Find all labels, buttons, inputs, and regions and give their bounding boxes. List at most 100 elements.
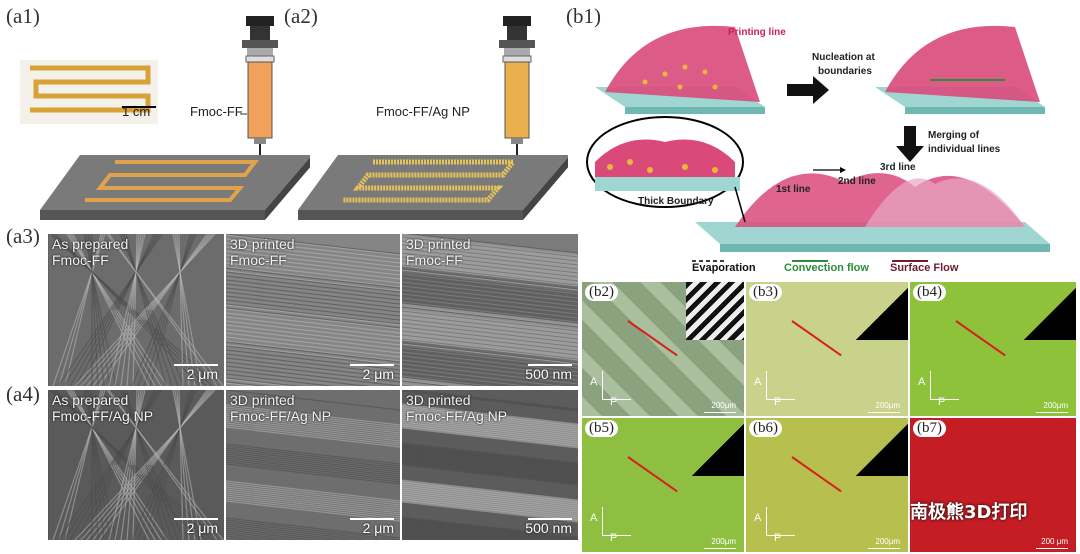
sem-scale-label: 2 μm bbox=[362, 520, 394, 536]
label-line-2: 2nd line bbox=[838, 176, 876, 187]
panel-label-a1: (a1) bbox=[6, 4, 40, 28]
flow-legend-lines bbox=[692, 260, 928, 262]
direction-arrow-icon bbox=[791, 320, 842, 357]
optical-scale-bar bbox=[704, 411, 736, 413]
sem-texture bbox=[48, 234, 224, 386]
printing-stage-2 bbox=[298, 16, 568, 220]
sem-scale-label: 2 μm bbox=[186, 520, 218, 536]
panel-label-a2: (a2) bbox=[284, 4, 318, 28]
label-nucleation-2: boundaries bbox=[818, 66, 872, 77]
label-nucleation-1: Nucleation at bbox=[812, 52, 875, 63]
polarizer-axis-p: P bbox=[774, 396, 782, 408]
label-thick-boundary: Thick Boundary bbox=[638, 196, 714, 207]
polarizer-axis-p: P bbox=[774, 532, 782, 544]
scale-bar-1cm bbox=[122, 106, 156, 108]
sem-tile-label-line2: Fmoc-FF/Ag NP bbox=[52, 408, 154, 424]
polarizer-cross-icon bbox=[766, 371, 795, 400]
label-line-1: 1st line bbox=[776, 184, 811, 195]
sem-texture bbox=[226, 234, 400, 386]
optical-panel-label: (b4) bbox=[913, 284, 946, 301]
polarizer-cross-icon bbox=[602, 507, 631, 536]
direction-arrow-icon bbox=[955, 320, 1006, 357]
polarizer-axis-a: A bbox=[754, 376, 762, 388]
sem-tile-label-line1: As prepared bbox=[52, 236, 129, 252]
optical-scale-label: 200 μm bbox=[1041, 537, 1068, 546]
panel-label-a4: (a4) bbox=[6, 382, 40, 406]
polarizer-axis-a: A bbox=[918, 376, 926, 388]
polarizer-axis-p: P bbox=[610, 532, 618, 544]
optical-scale-label: 200μm bbox=[1043, 401, 1068, 410]
sem-texture bbox=[226, 390, 400, 540]
optical-panel-label: (b7) bbox=[913, 420, 946, 437]
label-printing-line: Printing line bbox=[728, 27, 786, 38]
sem-scale-label: 2 μm bbox=[362, 366, 394, 382]
scale-label-1cm: 1 cm bbox=[122, 104, 151, 119]
sem-scale-bar bbox=[528, 518, 572, 520]
polarizer-cross-icon bbox=[766, 507, 795, 536]
sem-texture bbox=[402, 234, 578, 386]
polarizer-axis-a: A bbox=[754, 512, 762, 524]
printed-pattern-photo bbox=[20, 60, 158, 124]
sem-tile-label-line2: Fmoc-FF bbox=[406, 252, 463, 268]
label-line-3: 3rd line bbox=[880, 162, 916, 173]
sem-tile-label-line1: 3D printed bbox=[230, 236, 295, 252]
sem-tile-label-line2: Fmoc-FF bbox=[52, 252, 109, 268]
label-merging-2: individual lines bbox=[928, 144, 1001, 155]
direction-arrow-icon bbox=[627, 320, 678, 357]
legend-convection: Convection flow bbox=[784, 262, 869, 274]
label-merging-1: Merging of bbox=[928, 130, 980, 141]
optical-panel-label: (b6) bbox=[749, 420, 782, 437]
optical-scale-label: 200μm bbox=[875, 401, 900, 410]
panel-label-a3: (a3) bbox=[6, 224, 40, 248]
polarizer-cross-icon bbox=[602, 371, 631, 400]
optical-scale-label: 200μm bbox=[875, 537, 900, 546]
sem-tile-label-line2: Fmoc-FF bbox=[230, 252, 287, 268]
optical-inset bbox=[1018, 282, 1076, 340]
sem-scale-bar bbox=[174, 364, 218, 366]
optical-scale-bar bbox=[868, 547, 900, 549]
direction-arrow-icon bbox=[627, 456, 678, 493]
legend-surface: Surface Flow bbox=[890, 262, 959, 274]
sem-tile-label-line1: 3D printed bbox=[406, 236, 471, 252]
optical-scale-bar bbox=[1036, 411, 1068, 413]
sem-texture bbox=[402, 390, 578, 540]
optical-scale-label: 200μm bbox=[711, 401, 736, 410]
legend-evaporation: Evaporation bbox=[692, 262, 756, 274]
direction-arrow-icon bbox=[791, 456, 842, 493]
optical-scale-bar bbox=[704, 547, 736, 549]
polarizer-cross-icon bbox=[930, 371, 959, 400]
optical-inset bbox=[850, 418, 908, 476]
optical-scale-label: 200μm bbox=[711, 537, 736, 546]
optical-scale-bar bbox=[868, 411, 900, 413]
optical-inset bbox=[686, 418, 744, 476]
sem-tile-label-line2: Fmoc-FF/Ag NP bbox=[406, 408, 508, 424]
sem-scale-bar bbox=[528, 364, 572, 366]
polarizer-axis-p: P bbox=[938, 396, 946, 408]
sem-scale-label: 500 nm bbox=[525, 366, 572, 382]
sem-scale-bar bbox=[350, 364, 394, 366]
polarizer-axis-a: A bbox=[590, 512, 598, 524]
sem-tile-label-line1: 3D printed bbox=[230, 392, 295, 408]
sem-tile-label-line2: Fmoc-FF/Ag NP bbox=[230, 408, 332, 424]
sem-scale-bar bbox=[174, 518, 218, 520]
optical-panel-label: (b2) bbox=[585, 284, 618, 301]
syringe-1-label: Fmoc-FF bbox=[190, 104, 243, 119]
sem-scale-label: 2 μm bbox=[186, 366, 218, 382]
sem-tile-label-line1: 3D printed bbox=[406, 392, 471, 408]
printing-stage-1 bbox=[40, 16, 310, 220]
sem-tile-label-line1: As prepared bbox=[52, 392, 129, 408]
